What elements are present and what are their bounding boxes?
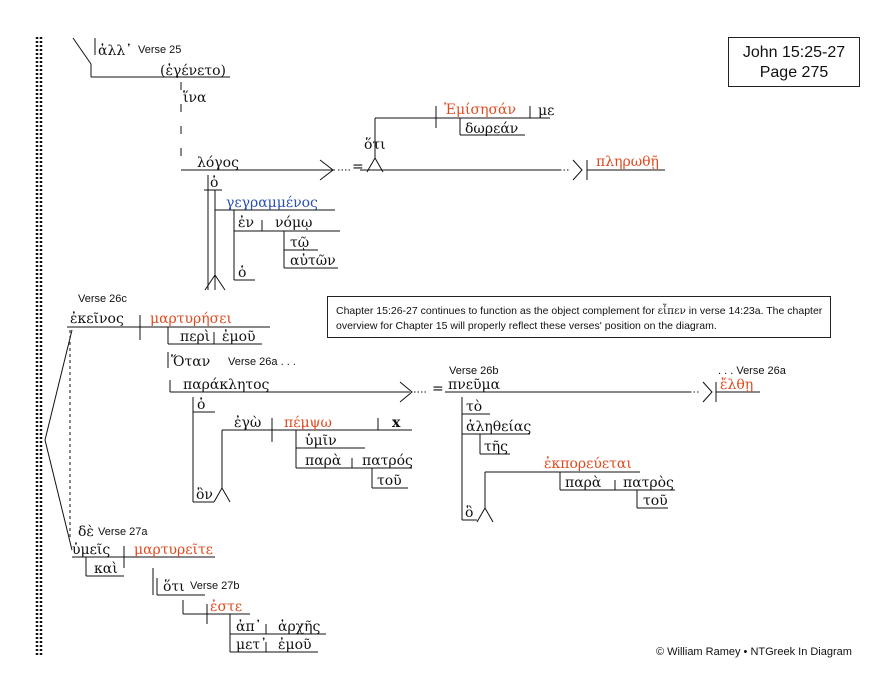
word-peri: περὶ <box>180 329 211 345</box>
label-verse-25: Verse 25 <box>138 44 182 56</box>
word-ekporeuetai: ἐκπορεύεται <box>544 456 632 472</box>
word-met: μετ᾽ <box>236 637 268 653</box>
label-verse-27a: Verse 27a <box>98 526 148 538</box>
word-tou-2: τοῦ <box>643 493 668 509</box>
word-all: ἀλλ᾽ <box>98 43 133 59</box>
word-ho-3: ὁ <box>197 397 206 413</box>
word-emou-2: ἐμοῦ <box>278 637 312 653</box>
word-para-1: παρὰ <box>305 453 342 469</box>
label-verse-27b: Verse 27b <box>190 580 240 592</box>
note-text-before: Chapter 15:26-27 continues to function a… <box>336 305 658 317</box>
word-emou-1: ἐμοῦ <box>222 329 256 345</box>
label-verse-26c: Verse 26c <box>78 293 127 305</box>
note-box: Chapter 15:26-27 continues to function a… <box>327 296 831 338</box>
word-pempso: πέμψω <box>284 415 332 431</box>
word-kai: καὶ <box>94 561 118 577</box>
word-parakletos: παράκλητος <box>183 377 270 393</box>
word-hoti-1: ὅτι <box>364 137 386 153</box>
word-este: ἐστε <box>210 599 243 615</box>
word-patros-1: πατρός <box>362 453 413 469</box>
reference-box: John 15:25-27 Page 275 <box>728 37 860 87</box>
word-arches: ἀρχῆς <box>278 619 321 635</box>
word-ho-4: ὃ <box>465 505 474 521</box>
word-to-2: τὸ <box>466 399 483 415</box>
word-pneuma: πνεῦμα <box>448 377 501 393</box>
word-de: δὲ <box>78 524 94 540</box>
word-me: με <box>538 103 555 119</box>
label-verse-26b: Verse 26b <box>449 365 499 377</box>
word-x: x <box>392 415 401 431</box>
reference-book: John 15:25-27 <box>742 44 846 61</box>
word-hymeis: ὑμεῖς <box>72 542 111 558</box>
word-hina: ἵνα <box>183 90 207 106</box>
note-text-after: in verse 14:23a. The chapter overview fo… <box>336 305 823 332</box>
word-patros-2: πατρὸς <box>623 475 674 491</box>
word-hoti-2: ὅτι <box>163 579 185 595</box>
word-aletheias: ἀληθείας <box>466 419 532 435</box>
word-martyresei: μαρτυρήσει <box>150 311 232 327</box>
word-martyreite: μαρτυρεῖτε <box>134 542 214 558</box>
word-para-2: παρὰ <box>565 475 602 491</box>
word-ekeinos: ἐκεῖνος <box>70 311 124 327</box>
word-logos: λόγος <box>197 155 239 171</box>
word-nomo: νόμῳ <box>275 215 313 231</box>
word-elthe: ἔλθῃ <box>720 377 754 393</box>
word-hon: ὃν <box>196 487 213 503</box>
word-ho-2: ὁ <box>238 265 247 281</box>
word-ap: ἀπ᾽ <box>236 619 262 635</box>
word-en: ἐν <box>238 215 255 231</box>
label-verse-26a-cont: . . . Verse 26a <box>718 365 786 377</box>
note-text: Chapter 15:26-27 continues to function a… <box>336 304 826 334</box>
word-tou-1: τοῦ <box>377 473 402 489</box>
word-ho-1: ὁ <box>210 175 219 191</box>
word-plerothe: πληρωθῇ <box>596 154 659 170</box>
word-dorean: δωρεάν <box>465 121 519 137</box>
word-ego: ἐγὼ <box>234 415 262 431</box>
word-to: τῷ <box>290 235 310 251</box>
word-emisesan: Ἐμίσησάν <box>444 102 516 118</box>
word-egeneto: (ἐγένετο) <box>160 63 226 79</box>
word-gegrammenos: γεγραμμένος <box>226 195 318 211</box>
label-verse-26a: Verse 26a . . . <box>228 356 296 368</box>
equals-sign-1: = <box>352 159 364 175</box>
note-greek: εἶπεν <box>657 305 686 317</box>
reference-page: Page 275 <box>759 64 829 81</box>
word-tes: τῆς <box>484 439 508 455</box>
word-auton: αὐτῶν <box>290 253 336 269</box>
copyright: © William Ramey • NTGreek In Diagram <box>656 646 852 658</box>
equals-sign-2: = <box>432 381 444 397</box>
word-hymin: ὑμῖν <box>305 433 337 449</box>
word-hotan: Ὅταν <box>171 354 211 370</box>
